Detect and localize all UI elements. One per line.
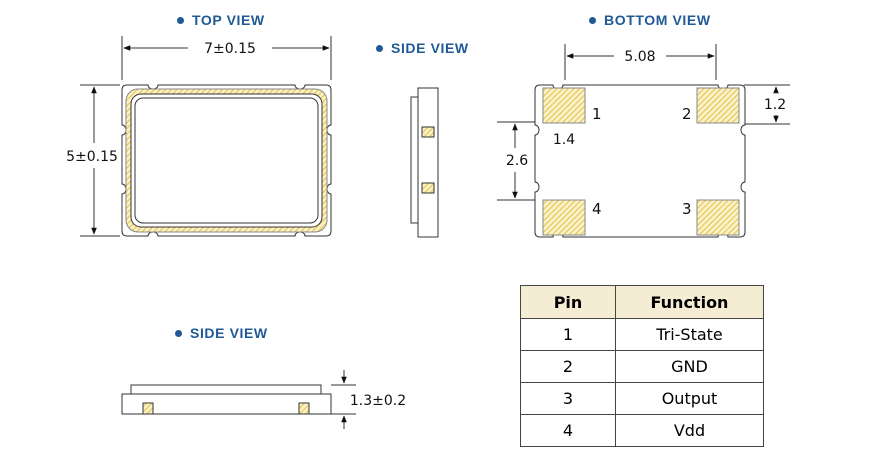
pad-3 — [696, 199, 740, 236]
pin-function-table: Pin Function 1 Tri-State 2 GND 3 Output … — [520, 285, 764, 447]
pin-cell: 1 — [520, 318, 616, 351]
terminal-pad — [142, 402, 154, 415]
lid-inner — [134, 97, 319, 224]
width-dimension: 5±0.15 — [66, 149, 118, 165]
pad-width-dimension: 1.4 — [553, 132, 575, 148]
package-bottom-outline — [534, 84, 746, 238]
pin-number-1: 1 — [592, 105, 602, 123]
pin-number-3: 3 — [682, 200, 692, 218]
lid-profile — [130, 384, 322, 395]
bottom-view-title: BOTTOM VIEW — [589, 12, 711, 28]
bottom-view — [497, 44, 790, 238]
function-cell: Vdd — [615, 414, 764, 447]
pad-1 — [542, 87, 586, 124]
header-pin: Pin — [520, 285, 616, 319]
table-row: 3 Output — [520, 382, 764, 415]
pin-cell: 3 — [520, 382, 616, 415]
table-row: 1 Tri-State — [520, 318, 764, 351]
pin-number-4: 4 — [592, 200, 602, 218]
function-cell: GND — [615, 350, 764, 383]
length-dimension: 7±0.15 — [204, 41, 256, 57]
function-cell: Tri-State — [615, 318, 764, 351]
pin-number-2: 2 — [682, 105, 692, 123]
castellation-pad — [421, 182, 435, 194]
side-view-label: SIDE VIEW — [391, 40, 469, 56]
function-cell: Output — [615, 382, 764, 415]
side-view-title-right: SIDE VIEW — [376, 40, 469, 56]
pad-2 — [696, 87, 740, 124]
bullet-dot — [177, 16, 184, 24]
bullet-dot — [376, 44, 383, 52]
pin-cell: 2 — [520, 350, 616, 383]
pad-4 — [542, 199, 586, 236]
top-view-title: TOP VIEW — [177, 12, 265, 28]
top-view-label: TOP VIEW — [192, 12, 265, 28]
bullet-dot — [175, 329, 182, 337]
base-profile — [417, 87, 439, 238]
table-header-row: Pin Function — [520, 285, 764, 319]
side-view-lower — [121, 370, 356, 429]
side-view-label: SIDE VIEW — [190, 325, 268, 341]
pad-pitch-x-dimension: 5.08 — [624, 49, 655, 65]
header-function: Function — [615, 285, 764, 319]
castellation-pad — [421, 126, 435, 138]
pad-pitch-y-dimension: 2.6 — [506, 153, 528, 169]
lid-profile — [410, 96, 419, 224]
height-dimension: 1.3±0.2 — [350, 393, 406, 409]
pad-height-dimension: 1.2 — [764, 97, 786, 113]
terminal-pad — [298, 402, 310, 415]
side-view-right — [410, 87, 439, 238]
top-view — [80, 36, 332, 237]
table-row: 4 Vdd — [520, 414, 764, 447]
bottom-view-label: BOTTOM VIEW — [604, 12, 711, 28]
table-row: 2 GND — [520, 350, 764, 383]
base-profile — [121, 393, 332, 415]
bullet-dot — [589, 16, 596, 24]
side-view-title-lower: SIDE VIEW — [175, 325, 268, 341]
pin-cell: 4 — [520, 414, 616, 447]
